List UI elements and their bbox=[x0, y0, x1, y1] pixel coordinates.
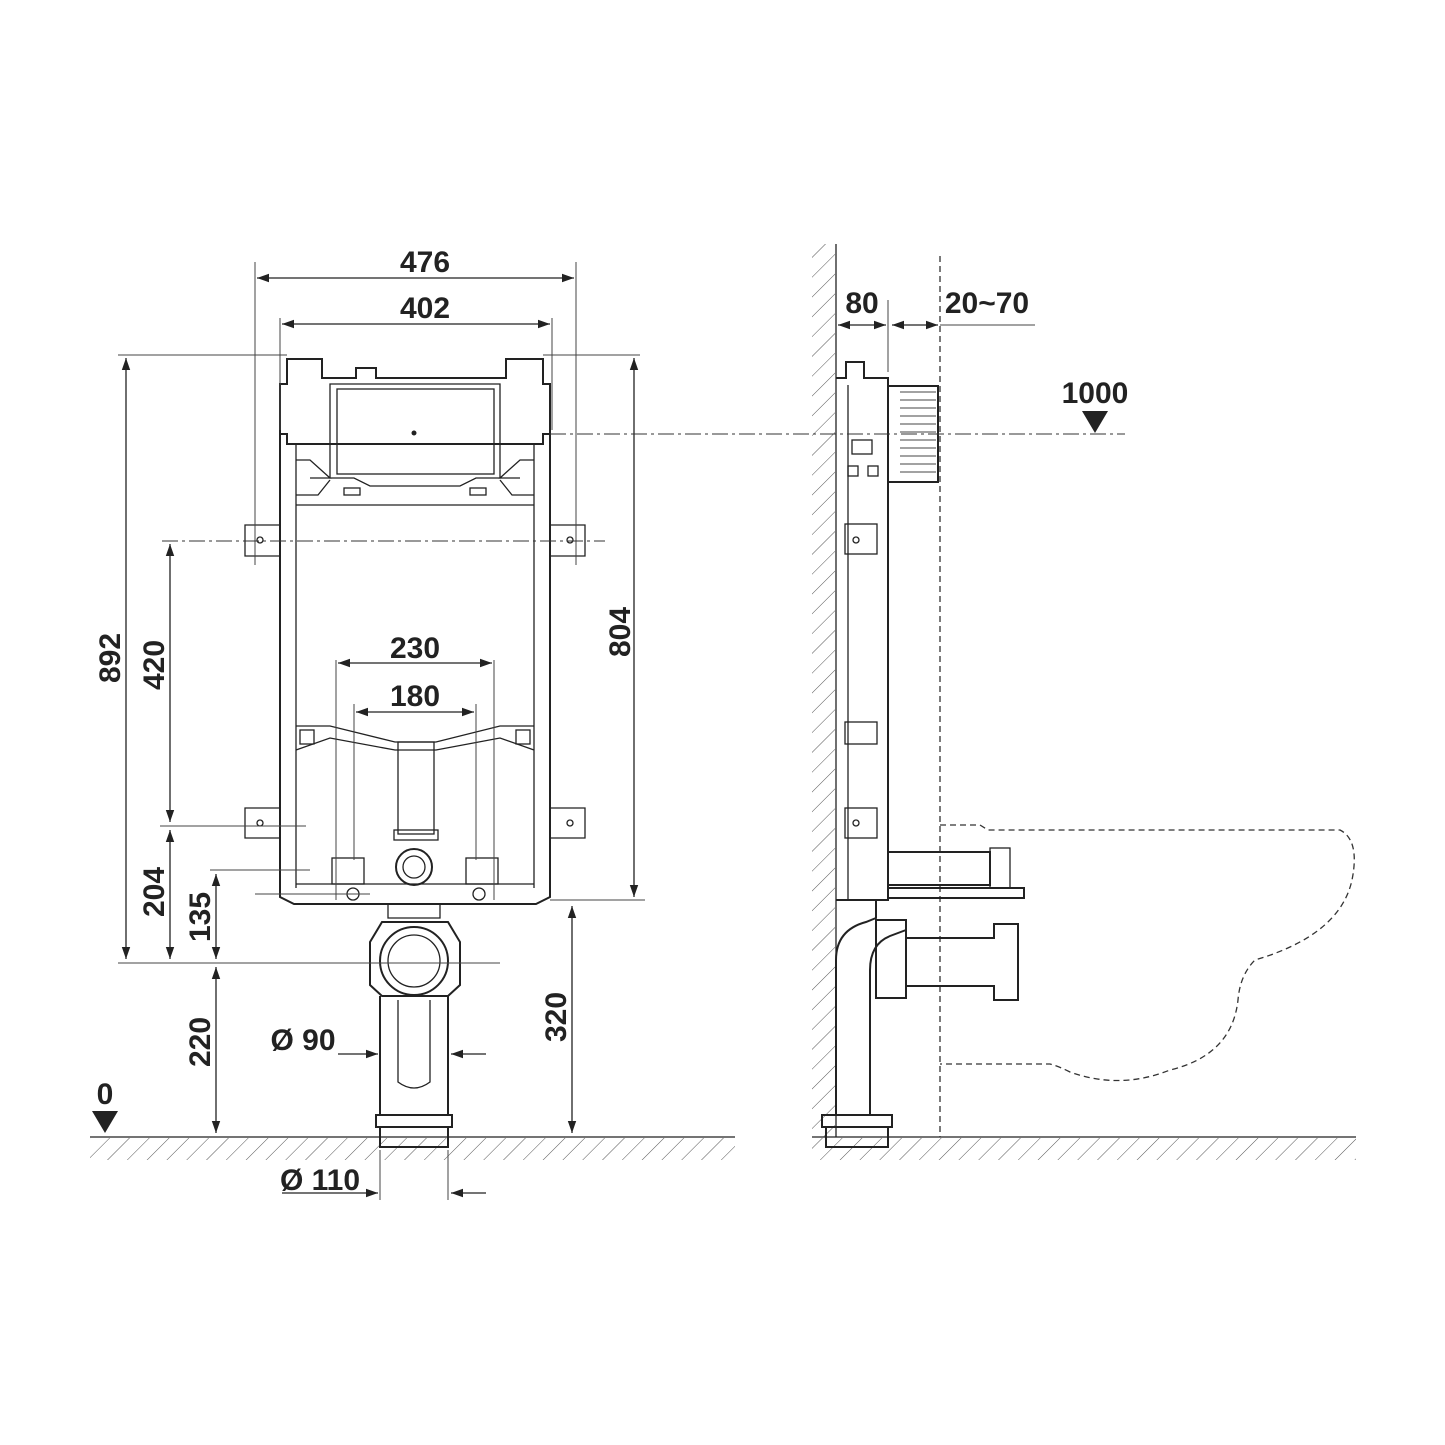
dim-width-frame: 402 bbox=[400, 292, 450, 325]
front-frame bbox=[244, 358, 586, 1148]
dim-fixing-spacing: 420 bbox=[138, 640, 171, 690]
dim-outlet-height: 220 bbox=[184, 1017, 217, 1067]
side-frame bbox=[821, 361, 1025, 1148]
dim-frame-depth: 80 bbox=[845, 287, 878, 320]
dim-outlet-height-total: 320 bbox=[540, 992, 573, 1042]
front-view: 476 402 892 420 204 135 220 804 320 230 … bbox=[90, 246, 735, 1200]
dim-frame-height: 804 bbox=[604, 607, 637, 657]
front-floor bbox=[90, 1136, 735, 1160]
dim-flush-height: 1000 bbox=[1062, 377, 1129, 410]
side-floor bbox=[812, 1136, 1356, 1160]
dim-height-overall: 892 bbox=[94, 633, 127, 683]
floor-level-label: 0 bbox=[97, 1078, 114, 1111]
dim-bolt-spacing: 230 bbox=[390, 632, 440, 665]
dim-base-height: 135 bbox=[184, 892, 217, 942]
cistern-ribs bbox=[900, 391, 936, 473]
dim-width-overall: 476 bbox=[400, 246, 450, 279]
dim-wall-gap: 20~70 bbox=[945, 287, 1029, 320]
side-wall bbox=[812, 244, 837, 1137]
front-dimension-arrows bbox=[92, 273, 639, 1198]
dim-lower-fixing-height: 204 bbox=[138, 867, 171, 917]
front-extension-lines bbox=[118, 262, 645, 1200]
dim-pipe-spacing: 180 bbox=[390, 680, 440, 713]
side-dimension-arrows bbox=[838, 320, 1108, 433]
dim-flush-pipe-diameter: Ø 90 bbox=[270, 1024, 335, 1057]
side-view: 80 20~70 1000 bbox=[550, 244, 1356, 1160]
wc-pan-outline bbox=[940, 824, 1355, 1082]
dim-outlet-diameter: Ø 110 bbox=[280, 1164, 360, 1197]
